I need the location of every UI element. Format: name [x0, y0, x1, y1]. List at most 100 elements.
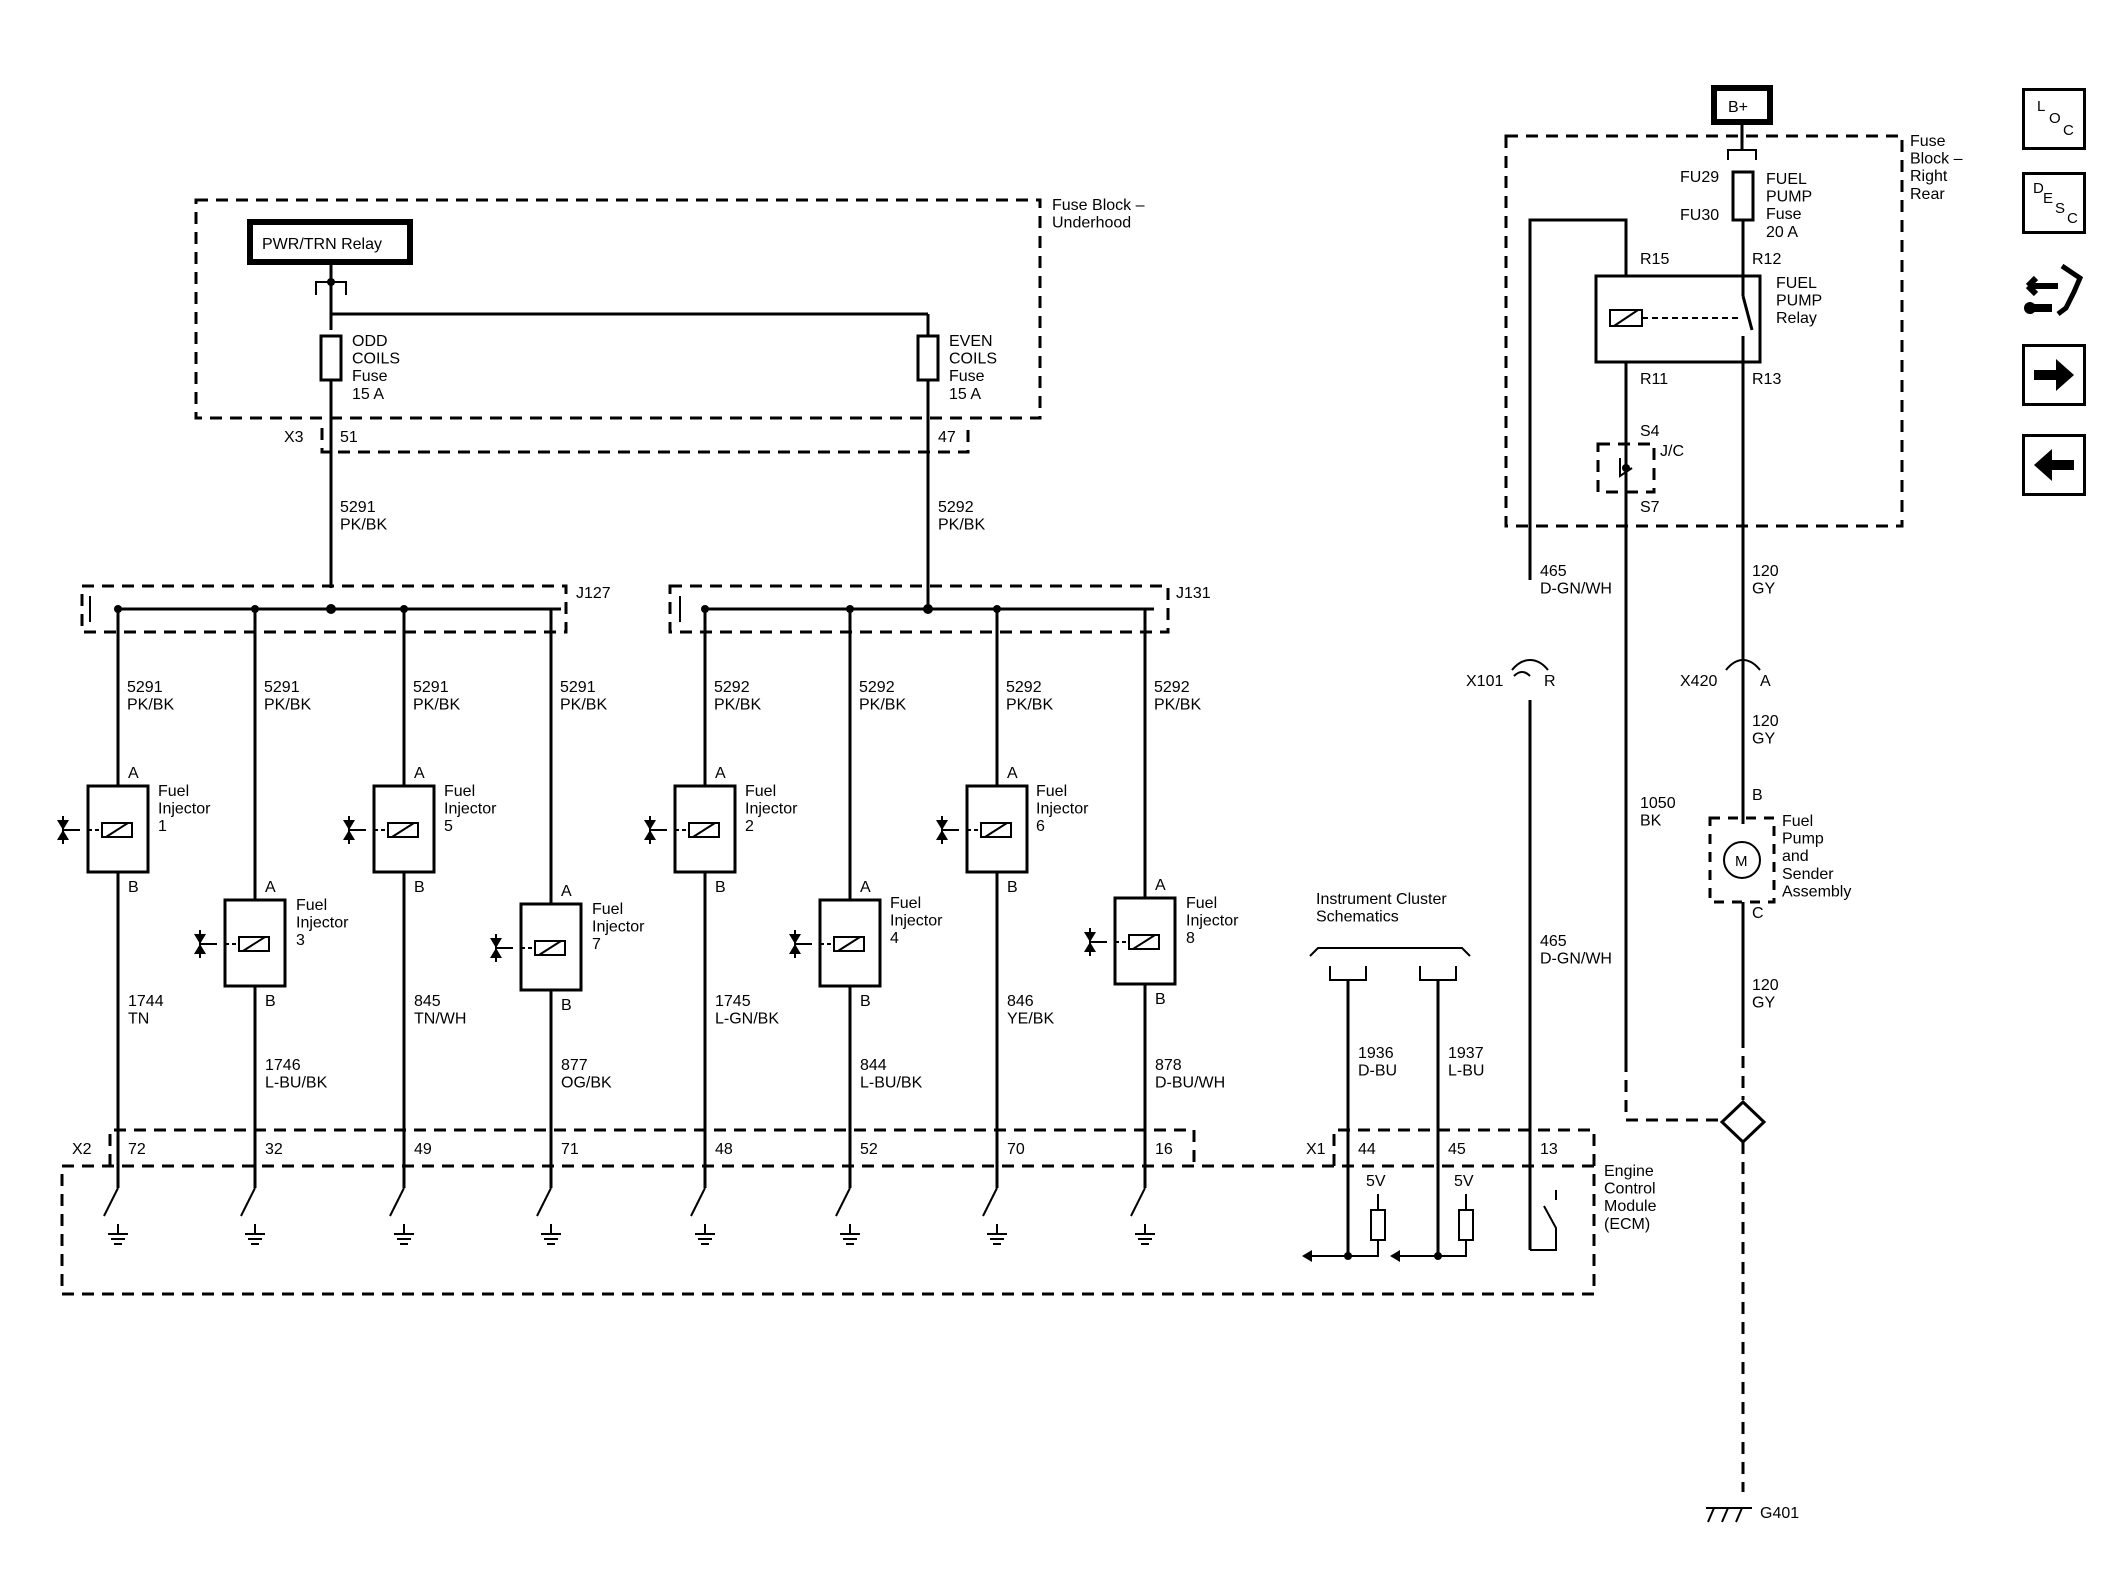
pwr-trn-relay — [247, 219, 413, 265]
relay-pin-r15: R15 — [1640, 251, 1669, 268]
previous-page-button[interactable] — [2022, 434, 2086, 496]
ecm-pin: 52 — [860, 1141, 878, 1158]
relay-pin-r12: R12 — [1752, 251, 1781, 268]
fuel-injector-4 — [488, 902, 583, 992]
ground-splice — [1719, 1099, 1767, 1145]
loc-letter-l: L — [2037, 98, 2046, 115]
ground-g401-label: G401 — [1760, 1505, 1799, 1522]
jc-s7: S7 — [1640, 499, 1660, 516]
splice-j131 — [668, 584, 1170, 634]
fuse-block-underhood — [194, 198, 1042, 420]
fuel-injector-5 — [642, 784, 737, 874]
ecm-pin-13: 13 — [1540, 1141, 1558, 1158]
jc-connector — [1596, 442, 1656, 494]
ecm-pin: 70 — [1007, 1141, 1025, 1158]
injector-pin-b: B — [860, 993, 871, 1010]
injector-pin-a: A — [715, 765, 726, 782]
desc-letter-c: C — [2067, 210, 2078, 227]
fuel-injector-8 — [1082, 896, 1177, 986]
injector-pin-b: B — [128, 879, 139, 896]
arrow-right-icon — [2034, 359, 2074, 391]
ground-g401-icon — [1706, 1507, 1752, 1523]
desc-letter-s: S — [2055, 200, 2066, 217]
ecm-pin-45: 45 — [1448, 1141, 1466, 1158]
fuel-injector-3 — [341, 784, 436, 874]
description-button[interactable]: D E S C — [2022, 172, 2086, 234]
connector-tool-icon[interactable] — [2022, 258, 2086, 330]
injector-pin-b: B — [1155, 991, 1166, 1008]
next-page-button[interactable] — [2022, 344, 2086, 406]
pump-pin-b: B — [1752, 787, 1763, 804]
ecm-pin: 32 — [265, 1141, 283, 1158]
x420-pin: A — [1760, 673, 1771, 690]
fuel-injector-1 — [55, 784, 150, 874]
splice-j131-label: J131 — [1176, 585, 1211, 602]
ecm-5v-1: 5V — [1366, 1173, 1386, 1190]
x1-connector: X1 — [1306, 1141, 1326, 1158]
injector-pin-a: A — [128, 765, 139, 782]
desc-letter-e: E — [2043, 190, 2054, 207]
injector-pin-b: B — [561, 997, 572, 1014]
loc-letter-o: O — [2049, 110, 2061, 127]
fuse-block-underhood-title: Fuse Block –Underhood — [1052, 197, 1145, 232]
injector-pin-a: A — [1155, 877, 1166, 894]
injector-ground-icon — [107, 1223, 129, 1245]
pump-pin-c: C — [1752, 905, 1764, 922]
injector-ground-icon — [694, 1223, 716, 1245]
loc-letter-c: C — [2063, 122, 2074, 139]
injector-pin-b: B — [265, 993, 276, 1010]
ecm-module — [60, 1164, 1596, 1296]
relay-pin-r13: R13 — [1752, 371, 1781, 388]
arrow-left-icon — [2034, 449, 2074, 481]
x3-pin-47: 47 — [938, 429, 956, 446]
x2-connector: X2 — [72, 1141, 92, 1158]
fu29-label: FU29 — [1680, 169, 1719, 186]
injector-ground-icon — [540, 1223, 562, 1245]
jc-label: J/C — [1660, 443, 1684, 460]
ecm-pin: 71 — [561, 1141, 579, 1158]
fuel-injector-7 — [934, 784, 1029, 874]
injector-ground-icon — [1134, 1223, 1156, 1245]
injector-pin-a: A — [265, 879, 276, 896]
injector-ground-icon — [839, 1223, 861, 1245]
location-button[interactable]: L O C — [2022, 88, 2086, 150]
ecm-pin: 49 — [414, 1141, 432, 1158]
injector-ground-icon — [393, 1223, 415, 1245]
x3-pin-51: 51 — [340, 429, 358, 446]
even-coils-fuse — [916, 334, 940, 382]
